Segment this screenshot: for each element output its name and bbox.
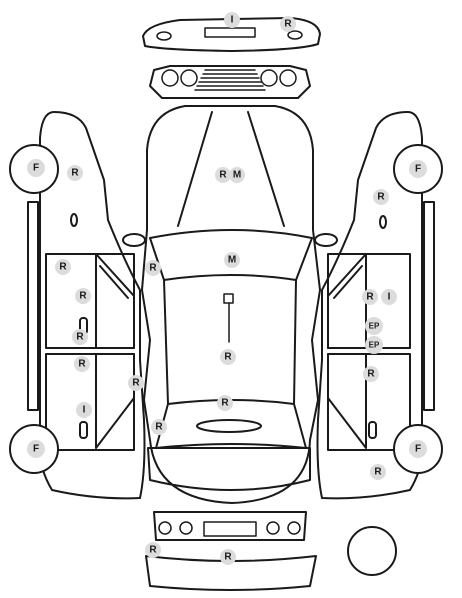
marker-label: M — [233, 170, 241, 181]
marker-label: I — [83, 405, 86, 416]
marker-top-bumper-i: I — [224, 12, 240, 28]
marker-right-door-ep-2: EP — [365, 336, 383, 354]
marker-label: F — [415, 444, 421, 455]
marker-left-front-wheel: F — [27, 159, 45, 177]
marker-label: R — [132, 378, 140, 389]
marker-label: EP — [369, 341, 380, 350]
marker-left-rear-door-handle: I — [76, 402, 92, 418]
marker-label: EP — [369, 322, 380, 331]
rear-bumper — [145, 511, 317, 591]
marker-label: R — [284, 19, 292, 30]
marker-rear-bumper-left: R — [145, 542, 161, 558]
marker-left-front-door-2: R — [75, 288, 91, 304]
marker-label: R — [374, 467, 382, 478]
left-side-view — [9, 111, 146, 500]
marker-label: R — [78, 359, 86, 370]
marker-label: R — [366, 292, 374, 303]
marker-left-rear-quarter: R — [151, 419, 167, 435]
marker-top-bumper-r: R — [280, 16, 296, 32]
marker-left-rear-door: R — [74, 356, 90, 372]
marker-label: F — [415, 164, 421, 175]
marker-label: R — [224, 352, 232, 363]
marker-left-pillar-a: R — [145, 260, 161, 276]
marker-roof: R — [220, 349, 236, 365]
marker-right-rear-wheel: F — [409, 440, 427, 458]
front-bumper — [142, 17, 321, 52]
marker-label: R — [79, 291, 87, 302]
marker-label: R — [59, 262, 67, 273]
marker-label: F — [33, 444, 39, 455]
marker-rear-bumper: R — [220, 549, 236, 565]
marker-right-front-fender: R — [373, 189, 389, 205]
car-body-top-view — [122, 105, 338, 504]
marker-left-front-door-1: R — [55, 259, 71, 275]
marker-label: R — [76, 332, 84, 343]
marker-label: R — [377, 192, 385, 203]
marker-right-rear-quarter: R — [370, 464, 386, 480]
marker-right-door-ep-1: EP — [365, 317, 383, 335]
marker-label: I — [231, 15, 234, 26]
marker-label: R — [221, 398, 229, 409]
marker-left-front-door-3: R — [72, 329, 88, 345]
marker-label: R — [219, 170, 227, 181]
marker-right-front-door-r: R — [362, 289, 378, 305]
front-grille — [149, 65, 311, 99]
marker-label: R — [149, 545, 157, 556]
marker-label: F — [33, 163, 39, 174]
marker-left-rear-wheel: F — [27, 440, 45, 458]
spare-tire — [347, 526, 397, 576]
marker-label: I — [388, 292, 391, 303]
marker-right-rear-door: R — [363, 366, 379, 382]
marker-right-front-wheel: F — [409, 160, 427, 178]
marker-windshield: M — [224, 252, 240, 268]
marker-left-front-fender: R — [67, 165, 83, 181]
marker-label: R — [155, 422, 163, 433]
marker-label: R — [367, 369, 375, 380]
marker-hood-r: R — [215, 167, 231, 183]
marker-label: R — [71, 168, 79, 179]
marker-hood-m: M — [229, 167, 245, 183]
marker-label: M — [228, 255, 236, 266]
marker-right-front-door-i: I — [381, 289, 397, 305]
marker-label: R — [149, 263, 157, 274]
marker-trunk: R — [217, 395, 233, 411]
marker-label: R — [224, 552, 232, 563]
marker-left-pillar-b: R — [128, 375, 144, 391]
